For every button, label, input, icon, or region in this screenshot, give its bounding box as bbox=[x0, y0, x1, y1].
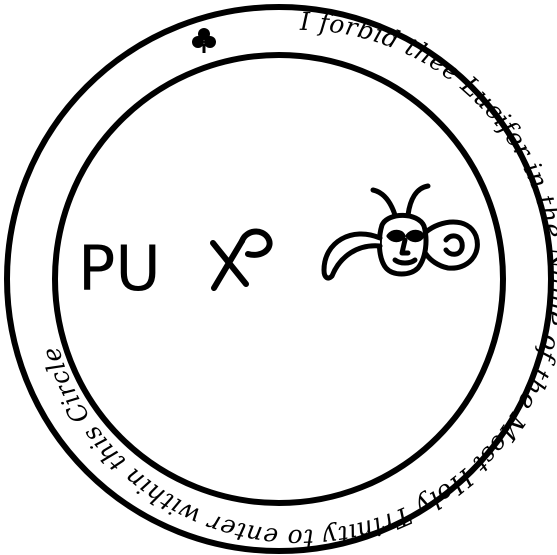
clover-ornament-icon bbox=[192, 28, 216, 53]
horned-head-icon bbox=[324, 186, 477, 278]
central-letters: PU bbox=[78, 232, 161, 305]
sigil-glyph-icon bbox=[213, 232, 270, 288]
